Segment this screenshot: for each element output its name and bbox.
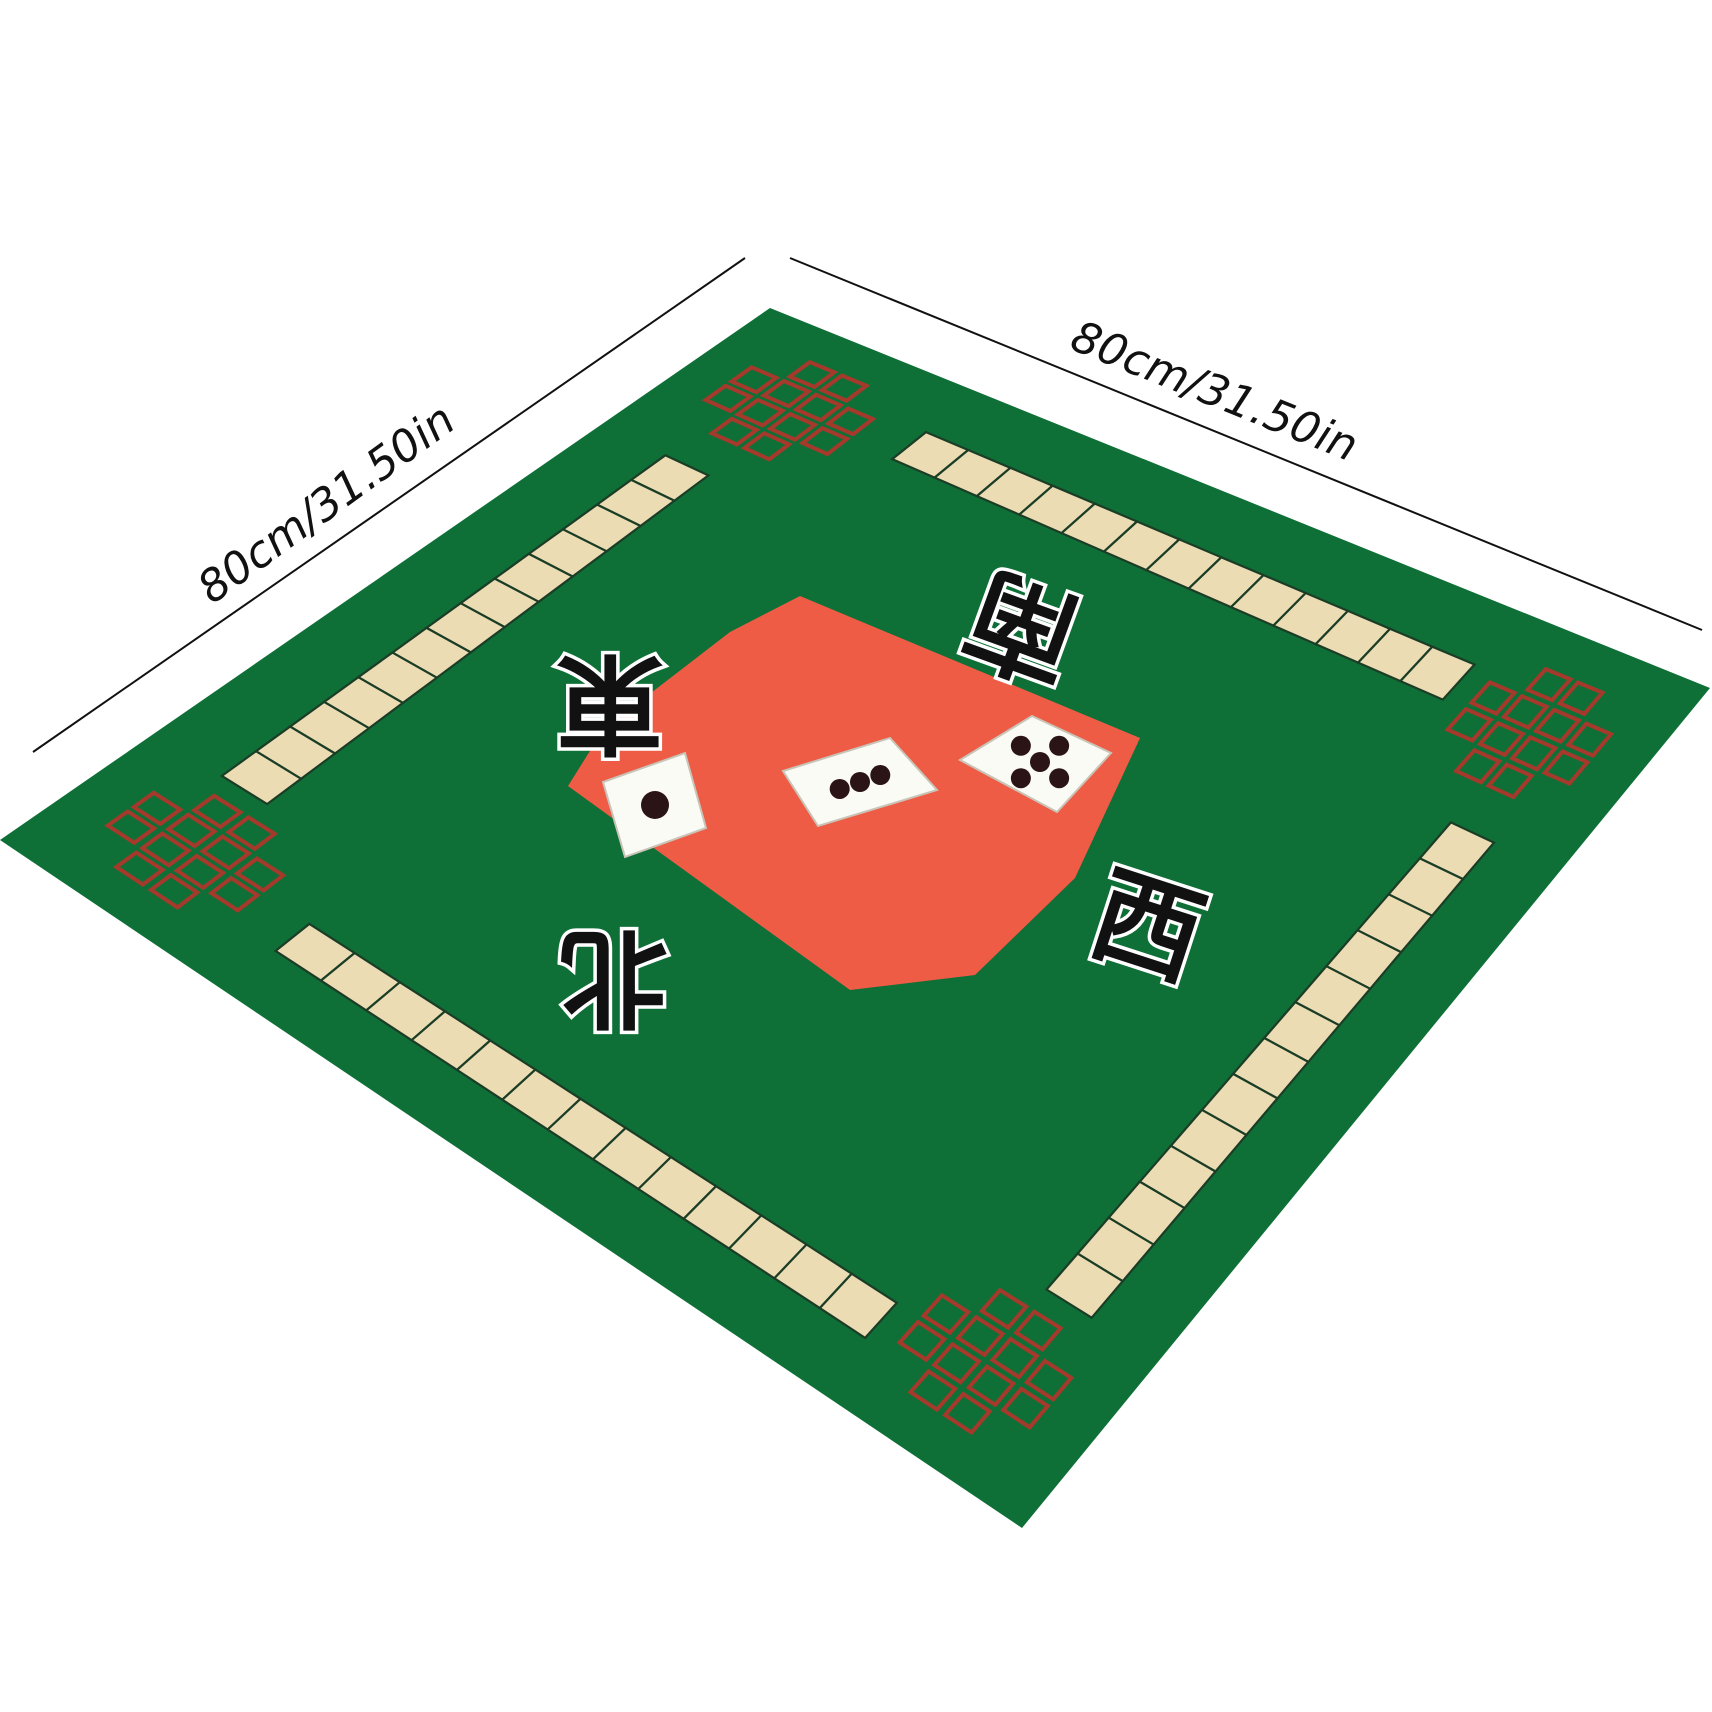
tile-slot-left	[219, 749, 304, 806]
corner-grid-cell-top-left	[785, 359, 839, 390]
die-pip	[1010, 768, 1031, 789]
corner-grid-cell-bottom-left	[164, 812, 218, 849]
corner-grid-cell-top-left	[792, 392, 845, 423]
tile-slot-top	[1398, 645, 1477, 701]
wind-north-label: 北	[560, 914, 668, 1039]
corner-grid-cell-bottom-left	[190, 793, 244, 830]
die-pip	[1049, 735, 1070, 756]
depth-dimension-line	[32, 257, 746, 753]
corner-grid-cell-bottom-right	[942, 1391, 993, 1436]
corner-grid-cell-bottom-right	[1023, 1358, 1075, 1402]
corner-grid-cell-bottom-right	[954, 1314, 1006, 1358]
corner-grid-cell-top-left	[727, 365, 781, 395]
die-pip	[870, 765, 891, 786]
corner-grid-cell-top-right	[1556, 680, 1606, 717]
corner-grid-cell-top-left	[701, 383, 755, 414]
corner-grid-cell-top-left	[824, 406, 877, 437]
corner-grid-cell-top-right	[1500, 693, 1550, 731]
corner-grid-cell-bottom-right	[1000, 1386, 1051, 1430]
die-pip	[641, 791, 669, 819]
corner-grid-cell-top-right	[1541, 748, 1591, 787]
corner-grid-cell-top-right	[1485, 762, 1535, 800]
corner-grid-cell-top-left	[798, 425, 851, 457]
tile-rails	[219, 430, 1496, 1340]
corner-grid-cell-bottom-right	[896, 1319, 948, 1363]
corner-grid-cell-bottom-left	[147, 872, 201, 910]
corner-grid-cell-bottom-left	[112, 850, 167, 887]
die-pip	[1030, 752, 1050, 772]
corner-grid-cell-top-left	[733, 397, 787, 428]
width-dimension-line	[789, 257, 1703, 631]
corner-grid-cell-bottom-right	[1013, 1309, 1064, 1353]
corner-grid-cell-top-right	[1452, 747, 1503, 785]
corner-grid-cell-top-left	[818, 373, 871, 403]
die-pip	[1010, 735, 1031, 756]
corner-grid-cell-top-left	[740, 430, 793, 462]
corner-grids	[104, 359, 1615, 1436]
corner-grid-cell-top-right	[1476, 720, 1527, 758]
corner-grid-cell-bottom-right	[920, 1292, 972, 1336]
die-pip	[829, 778, 850, 799]
corner-grid-cell-top-right	[1532, 707, 1582, 745]
corner-grid-cell-top-left	[766, 411, 819, 443]
corner-grid-cell-bottom-right	[907, 1368, 959, 1413]
corner-grid-cell-top-right	[1468, 679, 1518, 717]
corner-grid-cell-top-right	[1524, 666, 1574, 703]
tile-slot-right	[1044, 1252, 1125, 1320]
corner-grid-cell-bottom-left	[207, 875, 261, 913]
corner-grid-cell-top-right	[1509, 734, 1559, 772]
corner-grid-cell-top-left	[759, 378, 813, 409]
corner-grid-cell-bottom-right	[965, 1363, 1017, 1408]
corner-grid-cell-bottom-right	[931, 1341, 982, 1385]
dice	[601, 714, 1113, 859]
corner-grid-cell-bottom-left	[104, 808, 158, 846]
corner-grid-cell-bottom-left	[173, 853, 227, 891]
corner-grid-cell-bottom-right	[989, 1336, 1040, 1380]
corner-grid-cell-top-left	[708, 416, 761, 447]
die-pip	[1049, 768, 1070, 789]
corner-grid-cell-bottom-left	[130, 790, 184, 827]
corner-grid-cell-bottom-left	[225, 814, 279, 852]
tile-slot-bottom	[818, 1272, 899, 1340]
corner-grid-cell-top-right	[1565, 721, 1615, 759]
corner-grid-cell-bottom-left	[233, 856, 287, 893]
die-pip	[850, 772, 870, 792]
corner-grid-cell-bottom-right	[978, 1287, 1030, 1331]
corner-grid-cell-bottom-left	[199, 834, 253, 871]
wind-east-label: 東	[556, 639, 664, 764]
corner-grid-cell-bottom-left	[138, 831, 193, 868]
corner-grid-cell-top-right	[1444, 706, 1494, 743]
